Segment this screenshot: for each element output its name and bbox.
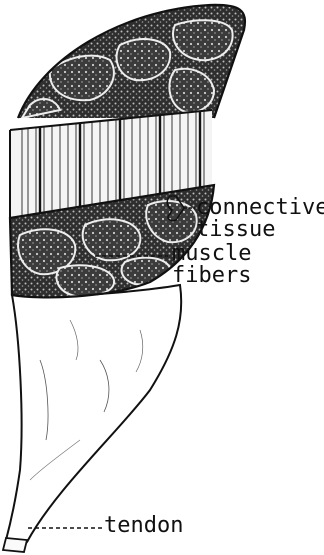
muscle-label-line2: fibers <box>172 263 251 288</box>
tendon-shape <box>3 538 27 552</box>
tendon-label: tendon <box>104 513 183 538</box>
muscle-belly-outline <box>6 285 181 546</box>
connective-label-line2: tissue <box>196 217 275 242</box>
